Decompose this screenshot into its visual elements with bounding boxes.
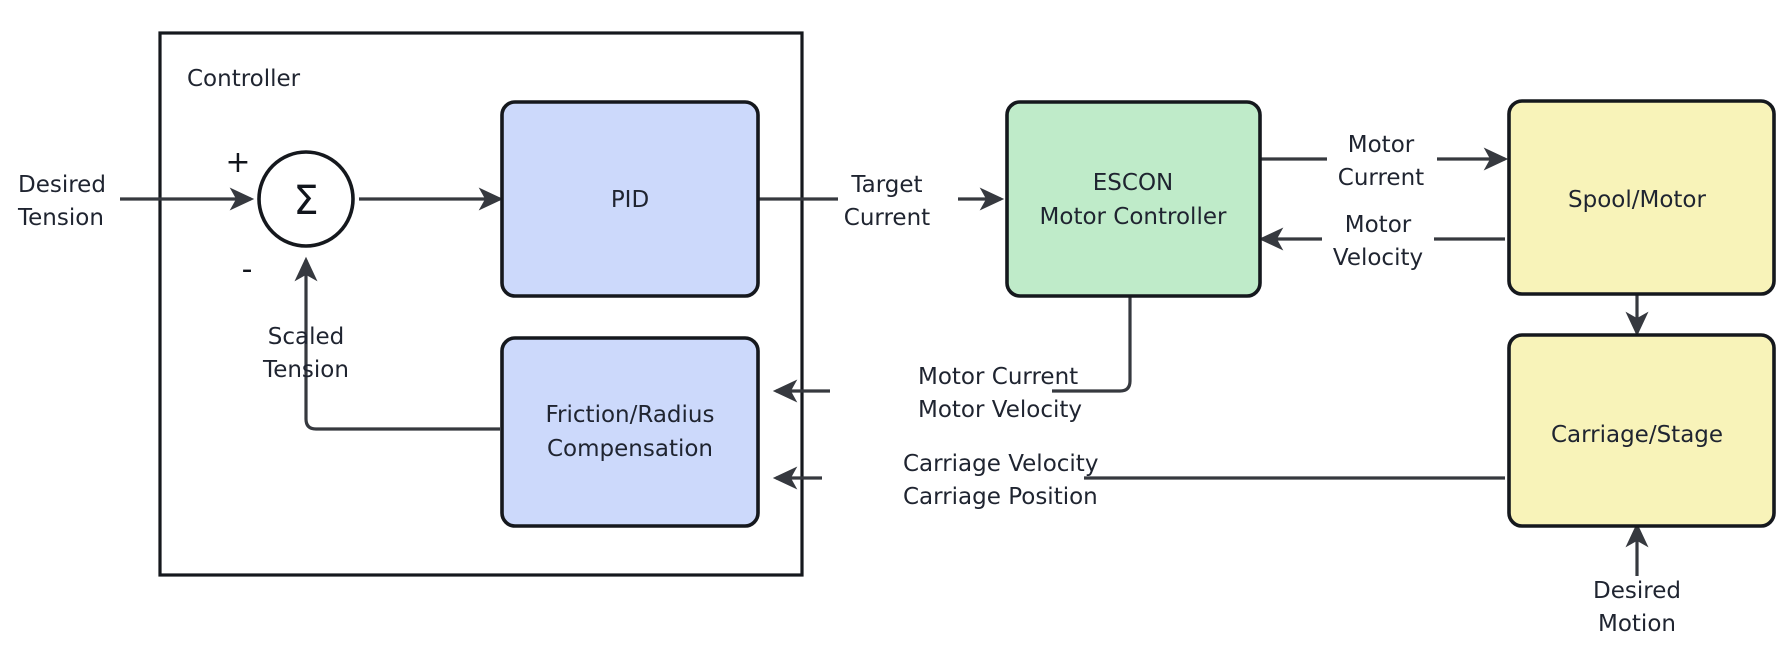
block-spool-motor[interactable] <box>1507 99 1776 296</box>
edge-label-motor-feedback-line2: Motor Velocity <box>918 397 1082 423</box>
controller-group-label: Controller <box>187 66 301 92</box>
controller-group-box <box>158 31 804 577</box>
edge-label-desired-tension-line2: Tension <box>17 205 104 231</box>
edge-label-desired-motion-line1: Desired <box>1593 578 1681 604</box>
edge-label-scaled-tension-line2: Tension <box>262 357 349 383</box>
block-pid-label: PID <box>611 187 649 213</box>
sum-minus-sign: - <box>242 252 253 287</box>
summing-junction-symbol: Σ <box>293 178 318 224</box>
block-friction-radius-compensation-label-line2: Compensation <box>547 436 713 462</box>
edge-label-desired-motion-line2: Motion <box>1598 611 1676 637</box>
edge-label-carriage-feedback-line1: Carriage Velocity <box>903 451 1098 477</box>
edge-label-desired-tension-line1: Desired <box>18 172 106 198</box>
edge-label-scaled-tension-line1: Scaled <box>268 324 344 350</box>
wire-compensation-to-sum <box>294 256 500 431</box>
block-escon-label-line2: Motor Controller <box>1040 204 1227 230</box>
block-friction-radius-compensation-label-line1: Friction/Radius <box>546 402 715 428</box>
summing-junction[interactable] <box>257 150 355 248</box>
edge-label-target-current-line1: Target <box>850 172 922 198</box>
edge-label-motor-velocity-line1: Motor <box>1345 212 1412 238</box>
block-pid[interactable] <box>500 100 760 298</box>
edge-label-motor-velocity-line2: Velocity <box>1333 245 1423 271</box>
block-carriage-stage-label: Carriage/Stage <box>1551 422 1723 448</box>
edge-label-target-current-halo <box>838 171 958 227</box>
block-escon-motor-controller[interactable] <box>1005 100 1262 298</box>
edge-label-motor-current-line1: Motor <box>1348 132 1415 158</box>
block-escon-label-line1: ESCON <box>1093 170 1174 196</box>
block-friction-radius-compensation[interactable] <box>500 336 760 528</box>
edge-label-motor-current-halo <box>1327 131 1437 187</box>
edge-label-motor-feedback-line1: Motor Current <box>918 364 1078 390</box>
edge-label-carriage-feedback-halo <box>822 450 1084 506</box>
block-spool-motor-label: Spool/Motor <box>1568 187 1706 213</box>
block-carriage-stage[interactable] <box>1507 333 1776 528</box>
sum-plus-sign: + <box>225 145 250 180</box>
edge-label-motor-current-line2: Current <box>1338 165 1424 191</box>
edge-label-motor-feedback-halo <box>830 363 1052 419</box>
edge-label-motor-velocity-halo <box>1322 211 1434 267</box>
wire-escon-feedback-to-compensation <box>772 294 1132 403</box>
edge-label-target-current-line2: Current <box>844 205 930 231</box>
edge-label-carriage-feedback-line2: Carriage Position <box>903 484 1098 510</box>
